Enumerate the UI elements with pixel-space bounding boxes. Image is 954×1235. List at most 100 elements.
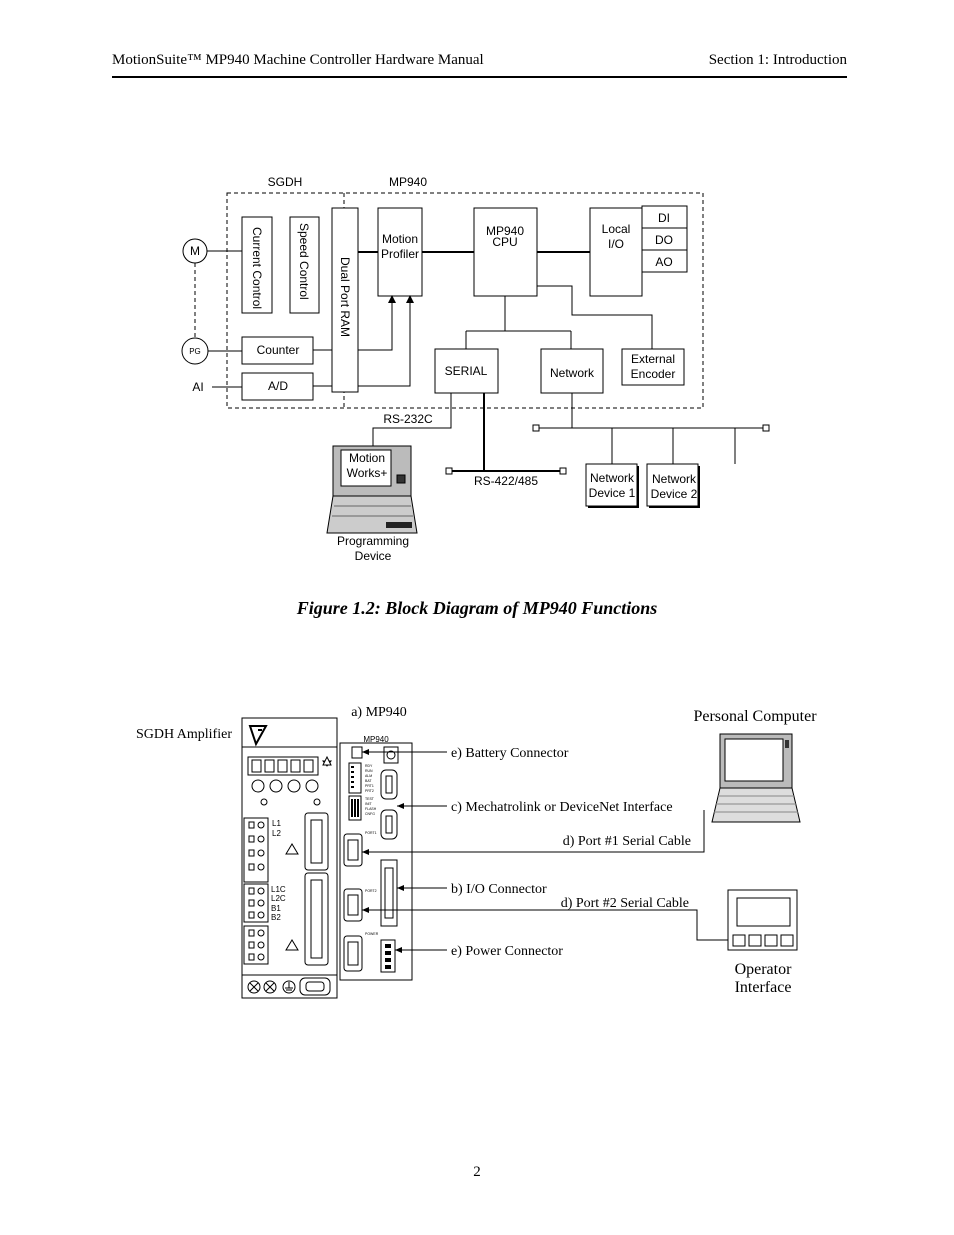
power-terminal xyxy=(380,939,396,973)
port2-small-label: PORT2 xyxy=(365,889,377,893)
operator-interface-label-1: Operator xyxy=(735,961,793,978)
prog-device-label-2: Device xyxy=(355,549,392,563)
speed-control-block xyxy=(289,216,320,314)
led-run: RUN xyxy=(365,769,373,773)
yaskawa-logo xyxy=(248,725,268,747)
encoder-label-1: External xyxy=(631,352,675,366)
led-cnfg: CNFG xyxy=(365,812,375,816)
network-label: Network xyxy=(550,366,595,380)
motion-profiler-label-2: Profiler xyxy=(381,247,419,261)
counter-label: Counter xyxy=(257,343,300,357)
rs422-terminator-right xyxy=(559,467,567,475)
port1-connector xyxy=(343,833,363,867)
led-rdy: RDY xyxy=(365,764,373,768)
personal-computer-icon xyxy=(711,733,801,823)
network-terminator-left xyxy=(532,424,540,432)
sgdh-amplifier-label: SGDH Amplifier xyxy=(136,727,232,742)
encoder-link xyxy=(537,285,653,349)
mp940-small-label: MP940 xyxy=(363,735,389,744)
cpu-block xyxy=(473,207,538,297)
battery-connector-label: e) Battery Connector xyxy=(451,746,569,761)
network-terminator-right xyxy=(762,424,770,432)
rs232c-label: RS-232C xyxy=(383,412,433,426)
power-small-label: POWER xyxy=(365,932,379,936)
ai-label: AI xyxy=(192,380,203,394)
button-mode-icon xyxy=(251,779,265,793)
mechatrolink-interface-label: c) Mechatrolink or DeviceNet Interface xyxy=(451,800,673,815)
motion-profiler-block xyxy=(377,207,423,297)
local-io-label-2: I/O xyxy=(608,237,624,251)
operator-interface-icon xyxy=(727,889,798,951)
serial-block xyxy=(434,348,499,394)
cpu-label-1: MP940 xyxy=(486,224,524,238)
net-dev2-label-2: Device 2 xyxy=(651,487,698,501)
net-dev1-label-2: Device 1 xyxy=(589,486,636,500)
network-device-2 xyxy=(646,463,699,507)
port1-cable-label: d) Port #1 Serial Cable xyxy=(563,834,691,849)
manual-title: MotionSuite™ MP940 Machine Controller Ha… xyxy=(112,52,484,68)
led-prt2: PRT2 xyxy=(365,789,374,793)
pg-label: PG xyxy=(189,347,201,356)
rs232c-cable xyxy=(372,393,452,446)
arrowhead-1 xyxy=(388,295,396,303)
counter-block xyxy=(241,336,314,365)
mp940-module-label: a) MP940 xyxy=(351,705,407,720)
dual-port-ram-label: Dual Port RAM xyxy=(338,257,352,337)
b2-label: B2 xyxy=(271,913,281,922)
rs422-terminator-left xyxy=(445,467,453,475)
cn1-connector xyxy=(304,812,329,871)
led-prt1: PRT1 xyxy=(365,784,374,788)
block-diagram: SGDH MP940 M PG AI Current Control Speed… xyxy=(181,175,770,563)
mp940-module xyxy=(339,742,413,981)
dual-port-ram-block xyxy=(331,207,359,393)
port2-connector xyxy=(343,888,363,922)
motion-profiler-label-1: Motion xyxy=(382,232,418,246)
io-connector xyxy=(380,859,398,927)
led-panel xyxy=(348,762,362,794)
arrowhead-2 xyxy=(406,295,414,303)
local-io-block xyxy=(589,207,643,297)
rs422-label: RS-422/485 xyxy=(474,474,538,488)
led-flash: FLASH xyxy=(365,807,377,811)
button-data-icon xyxy=(305,779,319,793)
current-control-block xyxy=(241,216,273,314)
led-init: INIT xyxy=(365,802,372,806)
l2-label: L2 xyxy=(272,829,281,838)
button-down-icon xyxy=(287,779,301,793)
personal-computer-label: Personal Computer xyxy=(693,708,817,725)
mechatrolink-port-2 xyxy=(380,809,398,840)
net-dev1-label-1: Network xyxy=(590,471,635,485)
power-connector-label: e) Power Connector xyxy=(451,944,563,959)
port1-small-label: PORT1 xyxy=(365,831,377,835)
port2-cable xyxy=(362,909,728,941)
led-test: TEST xyxy=(365,797,375,801)
cpu-label-2: CPU xyxy=(492,235,517,249)
prog-device-label-1: Programming xyxy=(337,534,409,548)
l2c-label: L2C xyxy=(271,894,286,903)
ad-label: A/D xyxy=(268,379,288,393)
serial-label: SERIAL xyxy=(445,364,488,378)
current-control-label: Current Control xyxy=(250,227,264,309)
sgdh-amplifier xyxy=(241,717,338,999)
ao-label: AO xyxy=(655,255,672,269)
figure-caption: Figure 1.2: Block Diagram of MP940 Funct… xyxy=(296,598,658,618)
sgdh-label: SGDH xyxy=(268,175,303,189)
ao-block xyxy=(641,249,688,273)
button-up-icon xyxy=(269,779,283,793)
laptop-icon xyxy=(326,445,418,534)
motionworks-label-1: Motion xyxy=(349,451,385,465)
page-number: 2 xyxy=(473,1164,481,1180)
ground-icon xyxy=(282,980,296,994)
battery-connector xyxy=(351,746,363,759)
port1-cable xyxy=(362,810,705,853)
mp940-label: MP940 xyxy=(389,175,427,189)
cn2-connector xyxy=(304,872,329,966)
mechatrolink-port-1 xyxy=(380,769,398,800)
l1-label: L1 xyxy=(272,819,281,828)
network-block xyxy=(540,348,604,394)
seven-seg-display xyxy=(247,756,319,776)
encoder-label-2: Encoder xyxy=(631,367,676,381)
motor-label: M xyxy=(190,244,200,258)
external-encoder-block xyxy=(621,348,685,386)
power-connector-slot xyxy=(343,935,363,972)
